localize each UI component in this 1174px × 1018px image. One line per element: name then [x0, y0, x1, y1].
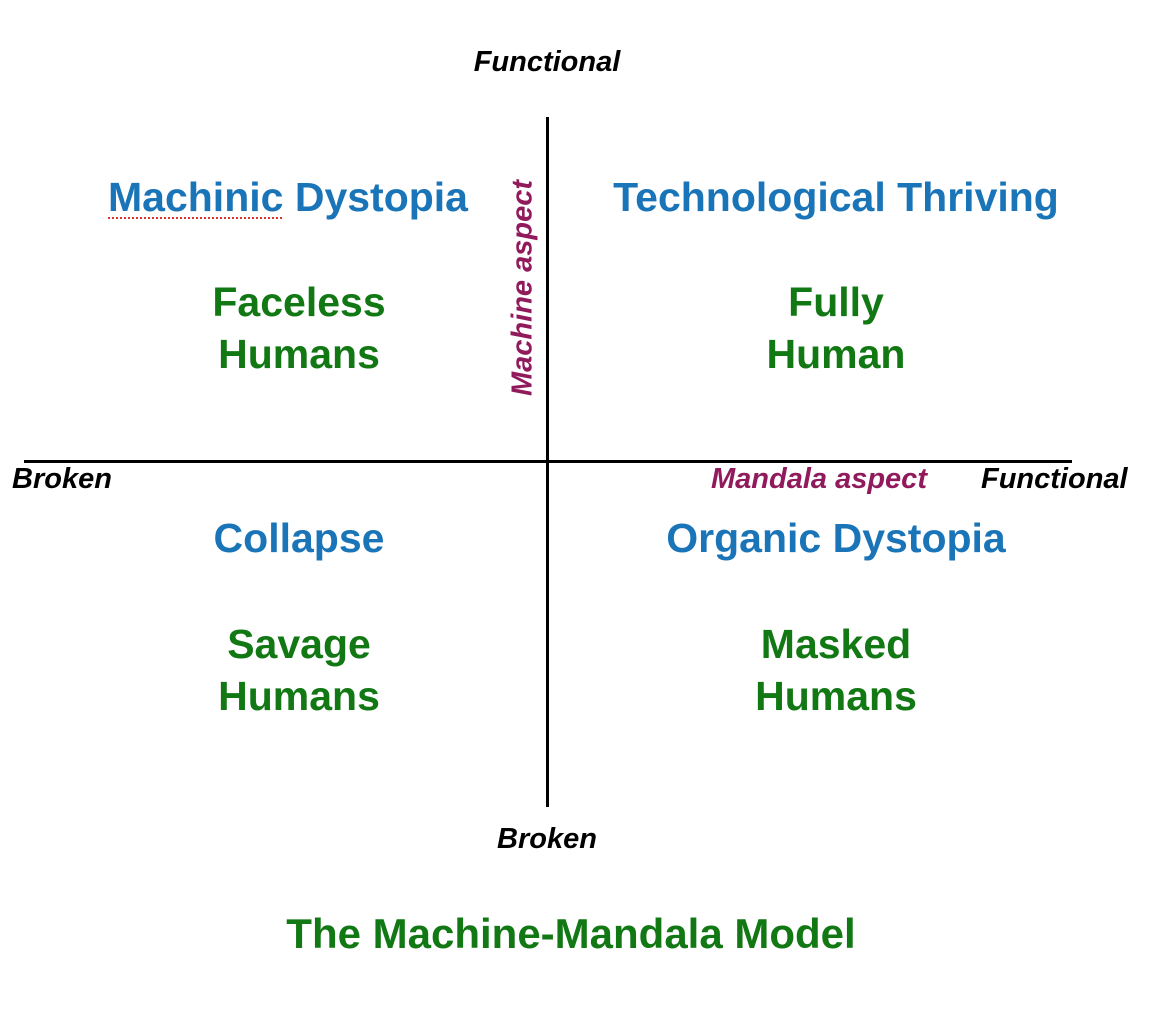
scenario-technological-thriving: Technological Thriving — [613, 174, 1059, 220]
machine-aspect-label: Machine aspect — [506, 180, 539, 396]
vertical-axis-top-label: Functional — [473, 46, 621, 78]
humans-masked: Masked Humans — [755, 621, 917, 719]
scenario-organic-dystopia: Organic Dystopia — [666, 515, 1006, 561]
scenario-machinic-dystopia: Machinic Dystopia — [108, 174, 468, 221]
horizontal-axis-line — [24, 460, 1072, 463]
scenario-word: Dystopia — [283, 174, 468, 220]
humans-fully-human: Fully Human — [766, 279, 906, 377]
vertical-axis-bottom-label: Broken — [497, 823, 597, 855]
horizontal-axis-left-label: Broken — [12, 463, 112, 495]
scenario-collapse: Collapse — [213, 515, 385, 561]
diagram-title: The Machine-Mandala Model — [286, 910, 856, 957]
horizontal-axis-right-label: Functional — [981, 463, 1128, 495]
mandala-aspect-label: Mandala aspect — [711, 463, 927, 495]
humans-faceless: Faceless Humans — [212, 279, 386, 377]
humans-savage: Savage Humans — [218, 621, 380, 719]
misspelled-word: Machinic — [108, 174, 284, 220]
